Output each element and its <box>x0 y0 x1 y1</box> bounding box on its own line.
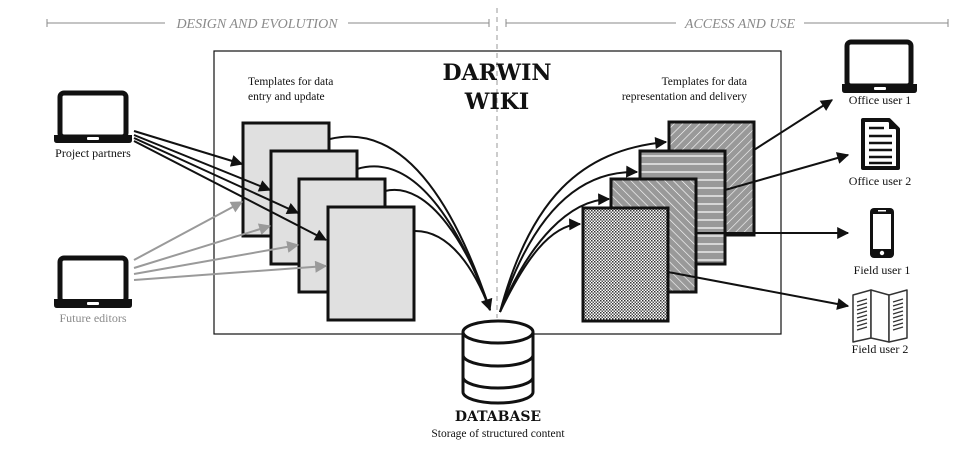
flow-output-2 <box>499 165 639 313</box>
input-template-4 <box>326 205 416 322</box>
database-icon <box>461 319 535 405</box>
input-templates-caption-line1: Templates for data <box>248 76 333 88</box>
output-template-4 <box>581 206 670 323</box>
user-label-field-2: Field user 2 <box>852 342 909 356</box>
laptop-icon <box>54 90 132 143</box>
wiki-title-line2: WIKI <box>464 89 529 115</box>
input-templates-caption-line2: entry and update <box>248 91 325 103</box>
output-templates-caption-line2: representation and delivery <box>622 91 747 103</box>
output-templates-stack <box>581 120 756 323</box>
laptop-icon <box>54 255 132 308</box>
office-user-1-node: Office user 1 <box>842 39 917 107</box>
project-partners-node: Project partners <box>54 90 132 160</box>
flow-input-4 <box>413 229 491 311</box>
section-header-access: ACCESS AND USE <box>505 17 949 32</box>
user-label-field-1: Field user 1 <box>854 263 911 277</box>
user-label-office-1: Office user 1 <box>849 93 911 107</box>
document-icon <box>861 118 900 170</box>
smartphone-icon <box>870 208 894 258</box>
wiki-title-line1: DARWIN <box>442 60 551 86</box>
field-user-1-node: Field user 1 <box>854 208 911 277</box>
partner-arrows <box>133 130 328 241</box>
section-label-design: DESIGN AND EVOLUTION <box>175 17 338 32</box>
section-header-design: DESIGN AND EVOLUTION <box>46 17 490 32</box>
flow-output-4 <box>499 218 582 313</box>
source-label-future-editors: Future editors <box>60 311 127 325</box>
source-label-project-partners: Project partners <box>55 146 131 160</box>
brochure-icon <box>852 289 908 343</box>
input-to-database-flows <box>329 135 493 312</box>
flow-output-3 <box>499 193 611 313</box>
output-templates-caption-line1: Templates for data <box>662 76 747 88</box>
future-editors-node: Future editors <box>54 255 132 325</box>
user-label-office-2: Office user 2 <box>849 174 911 188</box>
section-label-access: ACCESS AND USE <box>684 17 796 32</box>
office-user-2-node: Office user 2 <box>849 118 911 188</box>
laptop-icon <box>842 39 917 93</box>
flow-output-1 <box>499 137 668 313</box>
flow-input-3 <box>384 188 491 311</box>
database-title: DATABASE <box>455 409 541 425</box>
delivery-arrows <box>667 99 850 310</box>
editor-arrows <box>133 201 328 281</box>
database-subtitle: Storage of structured content <box>431 428 565 440</box>
field-user-2-node: Field user 2 <box>852 289 909 356</box>
database-to-output-flows <box>499 137 668 313</box>
input-templates-stack <box>241 121 416 322</box>
